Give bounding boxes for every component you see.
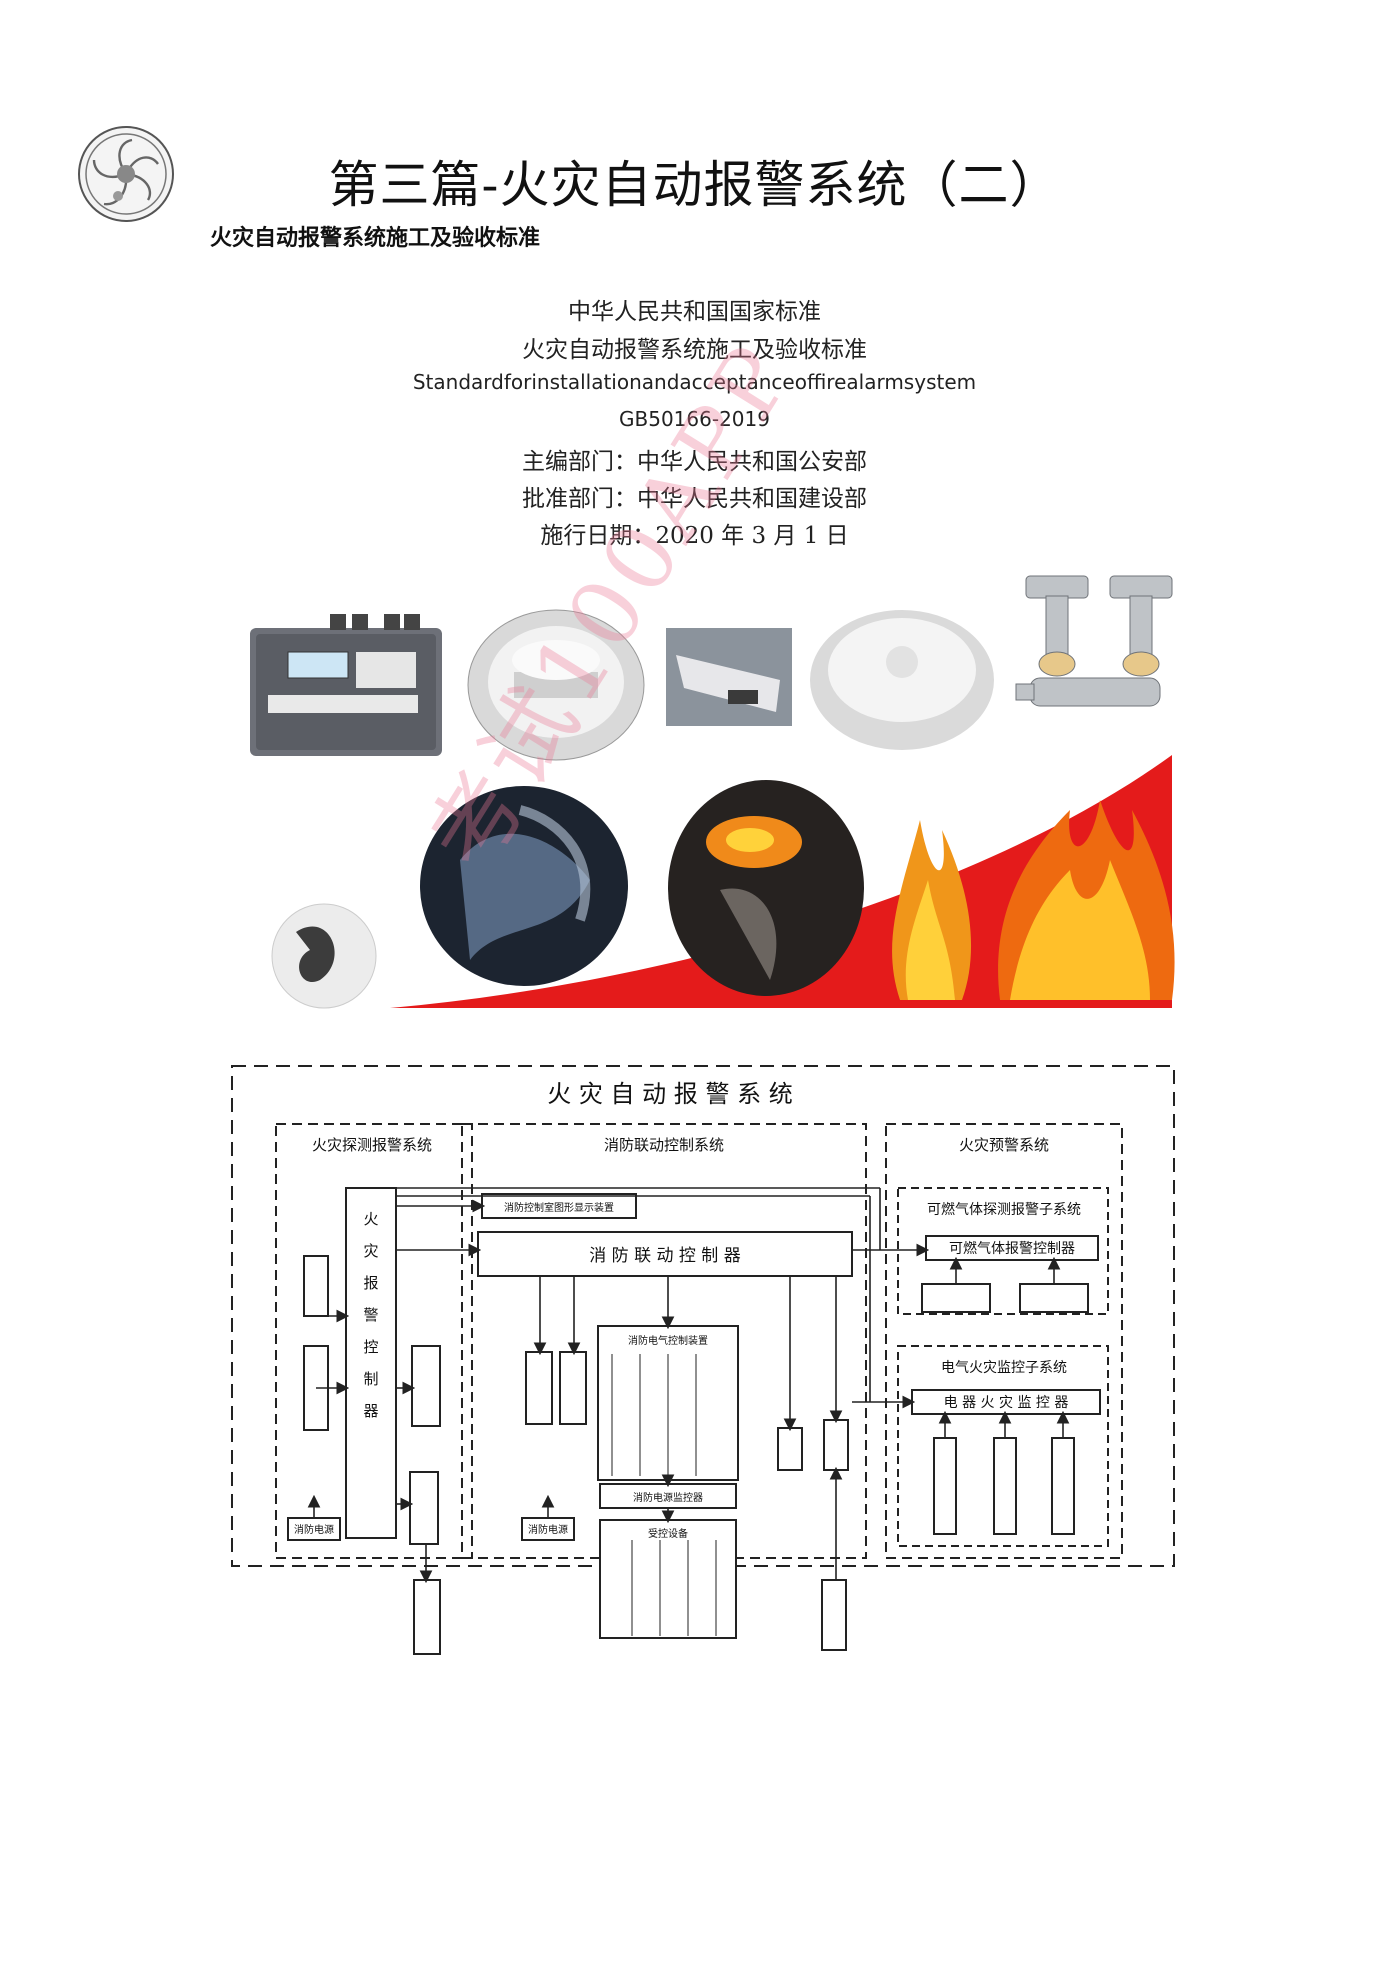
svg-text:报: 报 [363, 1274, 378, 1292]
smoldering-fire-image [668, 780, 864, 996]
graphic-display-label: 消防控制室图形显示装置 [504, 1201, 614, 1214]
flames-small-image [892, 820, 972, 1000]
svg-text:控: 控 [363, 1338, 378, 1356]
editor-dept: 主编部门：中华人民共和国公安部 [522, 449, 867, 475]
heat-detector-image [810, 610, 994, 750]
electrical-controller-box [911, 1389, 1101, 1415]
svg-text:警: 警 [363, 1306, 378, 1324]
beam-detector-image [666, 628, 792, 726]
standard-english-title: Standardforinstallationandacceptanceoffi… [412, 370, 977, 394]
heavy-smoke-image [420, 786, 628, 986]
prewarning-group-label: 火灾预警系统 [959, 1136, 1049, 1154]
alarm-controller-image [250, 614, 442, 756]
power-monitor-label: 消防电源监控器 [633, 1491, 703, 1504]
gas-controller-label: 可燃气体报警控制器 [949, 1240, 1075, 1257]
svg-text:火: 火 [363, 1210, 378, 1228]
standard-code: GB50166-2019 [619, 407, 770, 431]
linkage-group-label: 消防联动控制系统 [604, 1136, 724, 1154]
linkage-power-label: 消防电源 [528, 1523, 568, 1536]
flames-large-image [998, 800, 1175, 1000]
page-title: 第三篇-火灾自动报警系统（二） [328, 156, 1061, 214]
fire-alarm-controller-label: 火灾报 警控制 器 [363, 1210, 378, 1420]
linkage-controller-label: 消 防 联 动 控 制 器 [589, 1246, 740, 1266]
linkage-controller-box [477, 1231, 853, 1277]
fire-alarm-controller-box [345, 1187, 397, 1539]
svg-text:灾: 灾 [363, 1242, 378, 1260]
diagram-title: 火 灾 自 动 报 警 系 统 [547, 1080, 792, 1108]
system-diagram: 火 灾 自 动 报 警 系 统 火灾探测报警系统 消防联动控制系统 火灾预警系统… [231, 1065, 1175, 1655]
standard-line-1: 中华人民共和国国家标准 [568, 299, 821, 325]
svg-text:制: 制 [363, 1370, 378, 1388]
early-smoke-image [271, 903, 377, 1009]
standard-line-2: 火灾自动报警系统施工及验收标准 [522, 337, 867, 363]
controlled-equipment-box [599, 1519, 737, 1639]
graphic-display-box [481, 1193, 637, 1219]
electrical-subsystem-label: 电气火灾监控子系统 [941, 1359, 1067, 1376]
sprinkler-heads-image [1015, 575, 1173, 707]
logo-seal [78, 126, 174, 222]
controlled-equipment-label: 受控设备 [648, 1527, 688, 1540]
smoke-detector-image [467, 609, 645, 761]
approver-dept: 批准部门：中华人民共和国建设部 [522, 486, 867, 512]
detection-group-label: 火灾探测报警系统 [312, 1136, 432, 1154]
fire-growth-wedge [390, 755, 1172, 1008]
page-subtitle: 火灾自动报警系统施工及验收标准 [210, 226, 541, 251]
electrical-control-label: 消防电气控制装置 [628, 1334, 708, 1347]
fire-illustration [250, 575, 1175, 1009]
electrical-controller-label: 电 器 火 灾 监 控 器 [944, 1394, 1069, 1411]
gas-controller-box [925, 1235, 1099, 1261]
effective-date: 施行日期：2020 年 3 月 1 日 [540, 523, 849, 549]
svg-text:器: 器 [363, 1402, 378, 1420]
power-supply-label: 消防电源 [294, 1523, 334, 1536]
gas-subsystem-label: 可燃气体探测报警子系统 [927, 1201, 1081, 1218]
